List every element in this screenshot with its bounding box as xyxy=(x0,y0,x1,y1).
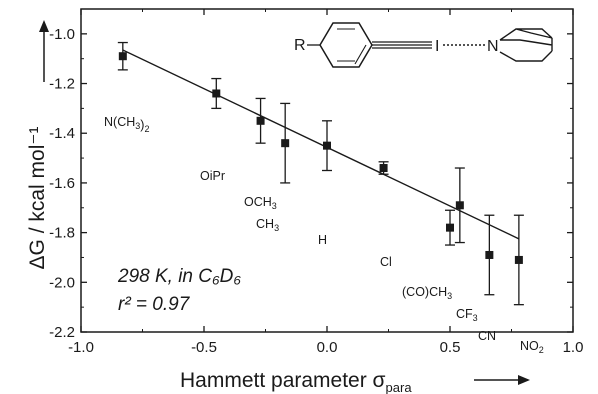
y-ticks: -1.0 -1.2 -1.4 -1.6 -1.8 -2.0 -2.2 xyxy=(49,8,573,341)
point-label: N(CH3)2 xyxy=(104,115,149,134)
x-tick-label: 0.5 xyxy=(440,339,461,356)
structure-iodine-label: I xyxy=(435,38,439,55)
point-label: H xyxy=(318,233,327,247)
data-point xyxy=(446,223,454,232)
y-tick-label: -1.6 xyxy=(49,175,75,192)
point-label: CH3 xyxy=(256,217,279,233)
x-tick-label: -0.5 xyxy=(191,339,217,356)
molecule-structure: R I N xyxy=(294,22,553,68)
data-point xyxy=(118,52,127,61)
r-squared-annotation: r² = 0.97 xyxy=(118,294,191,315)
fit-line xyxy=(122,49,520,240)
point-label: CN xyxy=(478,329,496,343)
point-label: Cl xyxy=(380,255,392,269)
data-point xyxy=(455,201,464,210)
y-tick-label: -1.2 xyxy=(49,76,75,93)
point-label: OCH3 xyxy=(244,195,277,211)
data-point xyxy=(485,250,494,259)
data-point xyxy=(379,164,388,173)
x-tick-label: 1.0 xyxy=(563,339,584,356)
y-axis-arrow xyxy=(39,20,49,82)
point-label: CF3 xyxy=(456,307,478,323)
x-tick-label: -1.0 xyxy=(68,339,94,356)
x-axis-title: Hammett parameter σpara xyxy=(180,369,412,394)
quinuclidine-cage xyxy=(499,28,553,62)
data-point xyxy=(514,255,523,264)
structure-nitrogen-label: N xyxy=(487,38,499,55)
x-axis-arrow xyxy=(474,375,530,385)
data-point xyxy=(323,141,331,150)
x-ticks: -1.0 -0.5 0.0 0.5 1.0 xyxy=(68,9,583,356)
y-tick-label: -1.8 xyxy=(49,225,75,242)
y-tick-label: -2.2 xyxy=(49,324,75,341)
y-tick-label: -1.4 xyxy=(49,125,75,142)
benzene-ring xyxy=(319,22,373,68)
y-tick-label: -1.0 xyxy=(49,26,75,43)
data-point xyxy=(256,116,265,125)
point-label: OiPr xyxy=(200,169,225,183)
point-label: (CO)CH3 xyxy=(402,285,452,301)
data-points xyxy=(118,52,523,264)
data-point xyxy=(212,89,221,98)
y-axis-title: ΔG / kcal mol⁻¹ xyxy=(26,127,49,270)
x-tick-label: 0.0 xyxy=(317,339,338,356)
data-point xyxy=(281,139,290,148)
y-tick-label: -2.0 xyxy=(49,274,75,291)
conditions-annotation: 298 K, in C₆D₆ xyxy=(117,266,241,287)
point-label: NO2 xyxy=(520,339,544,355)
structure-r-label: R xyxy=(294,37,306,54)
